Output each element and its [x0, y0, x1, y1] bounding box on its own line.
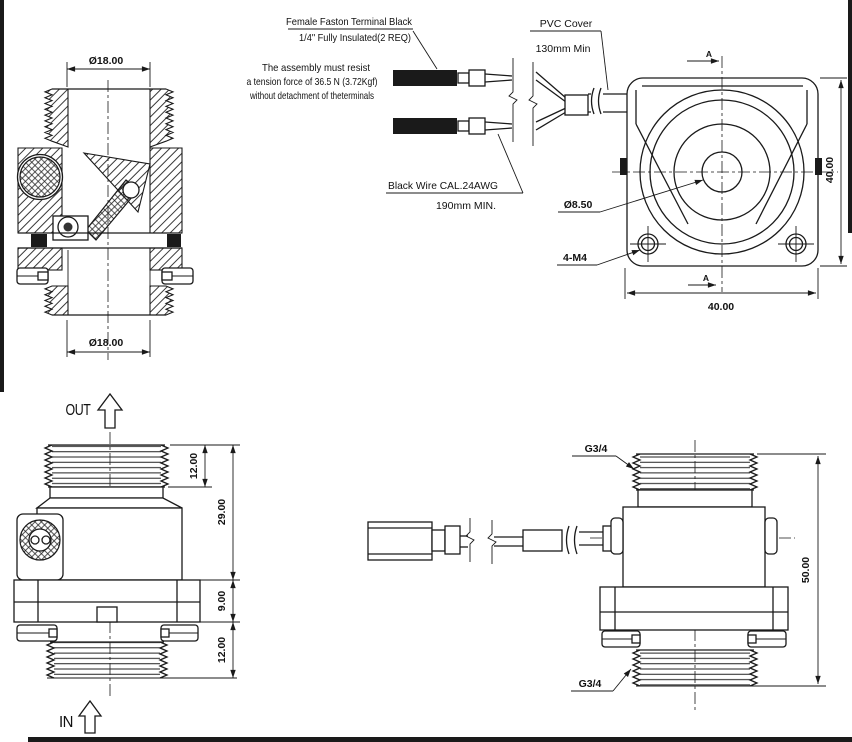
dim-mount-holes: 4-M4: [557, 249, 641, 266]
flow-in-arrow: [77, 699, 103, 734]
leader-thread-top: [615, 455, 635, 470]
dim-bore-bottom-label: Ø18.00: [89, 337, 124, 349]
thread-spec-top: G3/4: [572, 443, 635, 470]
tube-break-mark: [573, 525, 578, 555]
thread-spec-bottom-label: G3/4: [579, 678, 602, 690]
mounting-hole-left: [630, 226, 666, 262]
dim-bore-top: Ø18.00: [66, 55, 151, 87]
dim-mount-holes-label: 4-M4: [563, 252, 587, 264]
faston-terminal-1: [393, 70, 457, 86]
note-pvc-line1: PVC Cover: [540, 18, 593, 30]
tube-break-mark: [565, 525, 570, 555]
dim-center-hole: Ø8.50: [558, 179, 704, 213]
hex-flange: [599, 586, 789, 631]
view-cross-section: Ø18.00 Ø18.00: [16, 55, 194, 360]
sensor-body: [622, 506, 766, 588]
note-blackwire-line1: Black Wire CAL.24AWG: [388, 180, 498, 192]
dim-face-height-label: 40.00: [824, 157, 836, 183]
flow-out-label: OUT: [66, 402, 92, 419]
mounting-hole-right: [778, 226, 814, 262]
dim-in-thread-label: 12.00: [216, 637, 228, 663]
sensor-boss: [16, 513, 64, 581]
note-tension-line1: The assembly must resist: [262, 62, 370, 74]
note-faston-line2: 1/4" Fully Insulated(2 REQ): [299, 32, 411, 44]
leader-pvc: [600, 30, 609, 91]
section-letter-bottom: A: [703, 273, 709, 283]
note-faston-line1: Female Faston Terminal Black: [286, 16, 413, 28]
note-tension-line3: without detachment of theterminals: [249, 90, 374, 102]
leader-mount-holes: [596, 249, 641, 266]
leader-center-hole: [599, 179, 704, 213]
thread-spec-bottom: G3/4: [571, 668, 632, 692]
view-side-elevation: OUT: [13, 392, 240, 734]
valve-mechanism: [52, 152, 151, 241]
union-nut-slots: [601, 630, 787, 648]
section-mark-top: A: [687, 49, 719, 64]
leader-blackwire: [497, 133, 524, 194]
top-thread: [631, 453, 759, 491]
tube-break-mark: [590, 87, 595, 115]
dim-bore-bottom: Ø18.00: [66, 320, 151, 357]
out-thread: [43, 444, 170, 488]
break-mark: [487, 520, 497, 564]
dim-bore-top-label: Ø18.00: [89, 55, 124, 67]
tube-break-mark: [597, 87, 602, 115]
dim-face-width: 40.00: [624, 268, 819, 313]
bobbin-wing-right: [755, 123, 808, 225]
union-nut-slots: [16, 267, 194, 285]
wire-sleeve: [564, 94, 589, 116]
dim-out-thread-label: 12.00: [188, 453, 200, 479]
thread-spec-top-label: G3/4: [585, 443, 608, 455]
lead-wire: [367, 518, 614, 564]
note-pvc-line2: 130mm Min: [536, 43, 591, 55]
hex-flange: [13, 579, 201, 623]
view-front-face: A A 40.00 40.00 Ø8.50 4-M4: [557, 49, 847, 313]
dim-overall: 50.00: [636, 453, 826, 687]
bobbin-wing-left: [635, 123, 689, 225]
section-mark-bottom: A: [688, 273, 716, 288]
seal-left: [31, 234, 47, 247]
dim-overall-label: 50.00: [800, 557, 812, 583]
break-mark: [465, 518, 475, 562]
annotations: Female Faston Terminal Black 1/4" Fully …: [247, 16, 609, 212]
wires: [484, 58, 567, 146]
dim-upper-body-label: 29.00: [216, 499, 228, 525]
dim-face-height: 40.00: [820, 77, 847, 267]
dim-center-hole-label: Ø8.50: [564, 199, 593, 211]
faston-terminal-2: [393, 118, 457, 134]
flow-in-label: IN: [59, 714, 73, 731]
break-mark: [508, 58, 518, 142]
coil-winding-section: [19, 156, 61, 198]
in-thread: [45, 641, 169, 679]
wire-assembly: [393, 58, 631, 146]
bottom-thread: [631, 649, 759, 687]
leader-thread-bottom: [612, 668, 632, 692]
section-letter-top: A: [706, 49, 712, 59]
leader-faston: [412, 30, 438, 70]
break-mark: [528, 62, 538, 146]
seal-right: [167, 234, 181, 247]
view-side-with-wire: 50.00 G3/4 G3/4: [367, 440, 826, 710]
note-blackwire-line2: 190mm MIN.: [436, 200, 496, 212]
flow-out-arrow: [96, 392, 124, 429]
wire-sleeve: [522, 529, 563, 552]
dim-hex-label: 9.00: [216, 591, 228, 612]
union-nut-slots: [16, 624, 199, 642]
dim-stack: 12.00 29.00 9.00 12.00: [47, 444, 240, 679]
dim-face-width-label: 40.00: [708, 301, 734, 313]
note-tension-line2: a tension force of 36.5 N (3.72Kgf): [247, 76, 378, 88]
